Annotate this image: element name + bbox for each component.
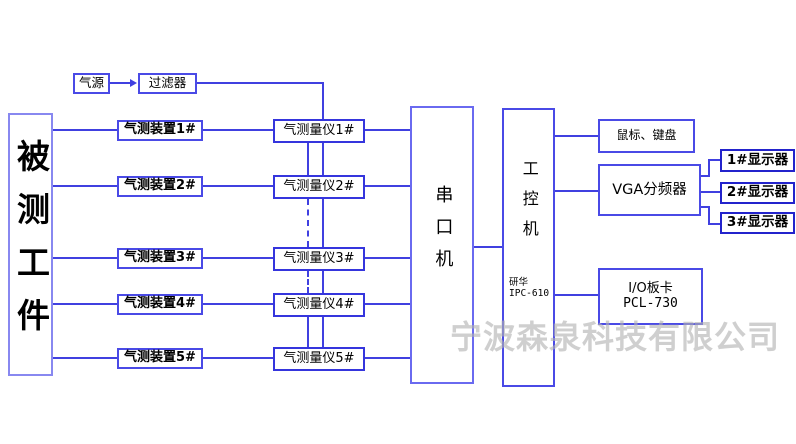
connector-line — [555, 294, 598, 296]
io-card-name: I/O板卡 — [628, 280, 673, 296]
display-2-label: 2#显示器 — [726, 184, 789, 201]
block-gas-device-5: 气测装置5# — [117, 348, 203, 369]
gas-device-4-label: 气测装置4# — [124, 296, 196, 312]
connector-line — [322, 317, 324, 347]
arrowhead-icon — [130, 79, 137, 87]
connector-line — [365, 303, 410, 305]
block-gas-meter-1: 气测量仪1# — [273, 119, 365, 143]
connector-line — [365, 185, 410, 187]
connector-line-dashed — [307, 199, 309, 247]
block-display-2: 2#显示器 — [720, 182, 795, 204]
block-gas-device-4: 气测装置4# — [117, 294, 203, 315]
gas-source-label: 气源 — [78, 75, 104, 91]
filter-label: 过滤器 — [148, 75, 187, 91]
ipc-brand: 研华 — [509, 277, 529, 288]
block-gas-device-2: 气测装置2# — [117, 176, 203, 197]
connector-line — [203, 303, 273, 305]
block-mouse-keyboard: 鼠标、键盘 — [598, 119, 695, 153]
gas-device-5-label: 气测装置5# — [124, 350, 196, 366]
gas-meter-2-label: 气测量仪2# — [283, 178, 355, 194]
gas-device-3-label: 气测装置3# — [124, 250, 196, 266]
display-3-label: 3#显示器 — [726, 214, 789, 231]
gas-meter-3-label: 气测量仪3# — [283, 250, 355, 266]
block-tested-workpiece: 被测工件 — [8, 113, 53, 376]
block-display-3: 3#显示器 — [720, 212, 795, 234]
connector-line — [708, 159, 710, 177]
gas-device-2-label: 气测装置2# — [124, 178, 196, 194]
connector-line — [474, 246, 502, 248]
connector-line — [197, 82, 324, 84]
connector-line — [555, 135, 598, 137]
tested-workpiece-label: 被测工件 — [11, 138, 51, 351]
block-gas-source: 气源 — [73, 73, 110, 94]
connector-line-dashed — [307, 271, 309, 293]
connector-line — [110, 82, 133, 84]
connector-line — [708, 159, 720, 161]
connector-line — [53, 185, 117, 187]
connector-line — [307, 317, 309, 347]
connector-line — [53, 257, 117, 259]
serial-machine-label: 串口机 — [432, 185, 454, 281]
industrial-pc-label: 工控机 — [519, 160, 539, 250]
block-gas-meter-2: 气测量仪2# — [273, 175, 365, 199]
connector-line — [555, 190, 598, 192]
connector-line — [708, 223, 720, 225]
connector-line — [53, 129, 117, 131]
block-display-1: 1#显示器 — [720, 149, 795, 172]
connector-line — [203, 357, 273, 359]
vga-splitter-label: VGA分频器 — [612, 181, 687, 198]
ipc-model: IPC-610 — [509, 287, 550, 299]
connector-line — [203, 129, 273, 131]
connector-line — [322, 199, 324, 247]
block-vga-splitter: VGA分频器 — [598, 164, 701, 216]
connector-line — [365, 257, 410, 259]
connector-line — [365, 357, 410, 359]
block-filter: 过滤器 — [138, 73, 197, 94]
ipc-model-text: 研华 IPC-610 — [509, 277, 550, 300]
block-serial-machine: 串口机 — [410, 106, 474, 384]
connector-line — [701, 206, 710, 208]
connector-line — [365, 129, 410, 131]
block-industrial-pc: 工控机 研华 IPC-610 — [502, 108, 555, 387]
gas-meter-1-label: 气测量仪1# — [283, 122, 355, 138]
io-card-model: PCL-730 — [623, 295, 678, 311]
connector-line — [322, 82, 324, 119]
connector-line — [701, 191, 720, 193]
block-gas-meter-3: 气测量仪3# — [273, 247, 365, 271]
connector-line — [203, 257, 273, 259]
connector-line — [307, 143, 309, 175]
gas-device-1-label: 气测装置1# — [124, 122, 196, 138]
connector-line — [53, 357, 117, 359]
block-gas-device-1: 气测装置1# — [117, 120, 203, 141]
block-gas-meter-4: 气测量仪4# — [273, 293, 365, 317]
gas-meter-4-label: 气测量仪4# — [283, 296, 355, 312]
gas-meter-5-label: 气测量仪5# — [283, 350, 355, 366]
display-1-label: 1#显示器 — [726, 151, 789, 168]
connector-line — [203, 185, 273, 187]
connector-line — [322, 271, 324, 293]
block-io-card: I/O板卡 PCL-730 — [598, 268, 703, 325]
block-gas-meter-5: 气测量仪5# — [273, 347, 365, 371]
connector-line — [53, 303, 117, 305]
connector-line — [322, 143, 324, 175]
mouse-keyboard-label: 鼠标、键盘 — [616, 128, 677, 143]
connector-line — [708, 206, 710, 225]
block-gas-device-3: 气测装置3# — [117, 248, 203, 269]
connector-line — [701, 175, 710, 177]
